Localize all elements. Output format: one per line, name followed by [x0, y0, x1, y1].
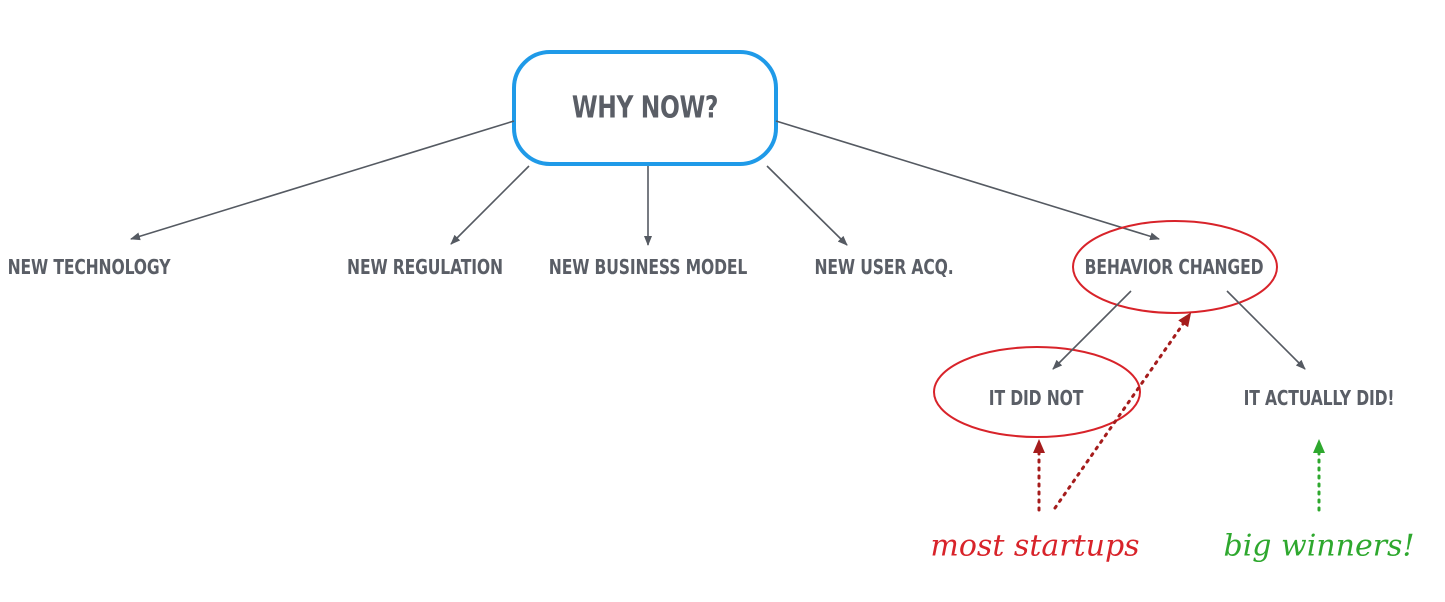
dotted-arrow-most-to-beh: [1053, 312, 1192, 510]
arrow-root-to-reg: [450, 165, 530, 245]
arrow-root-to-beh: [775, 120, 1160, 241]
arrow-beh-to-did-not: [1052, 290, 1132, 370]
arrow-beh-to-did: [1226, 290, 1306, 370]
branch-label-new-business-model: NEW BUSINESS MODEL: [548, 255, 748, 279]
branch-label-behavior-changed: BEHAVIOR CHANGED: [1084, 255, 1264, 279]
root-node-label: WHY NOW?: [571, 90, 719, 126]
behavior-changed-highlight: [1072, 220, 1278, 314]
sub-branch-label-it-actually-did: IT ACTUALLY DID!: [1243, 386, 1395, 410]
branch-label-new-user-acq: NEW USER ACQ.: [814, 255, 954, 279]
arrow-root-to-tech: [130, 120, 515, 241]
it-did-not-highlight: [933, 346, 1141, 438]
annotation-big-winners: big winners!: [1223, 528, 1415, 564]
sub-branch-label-it-did-not: IT DID NOT: [988, 386, 1084, 410]
branch-label-new-regulation: NEW REGULATION: [347, 255, 503, 279]
annotation-most-startups: most startups: [930, 528, 1140, 564]
root-node-box: [512, 50, 778, 166]
branch-label-new-technology: NEW TECHNOLOGY: [7, 255, 171, 279]
arrow-root-to-acq: [766, 165, 848, 246]
